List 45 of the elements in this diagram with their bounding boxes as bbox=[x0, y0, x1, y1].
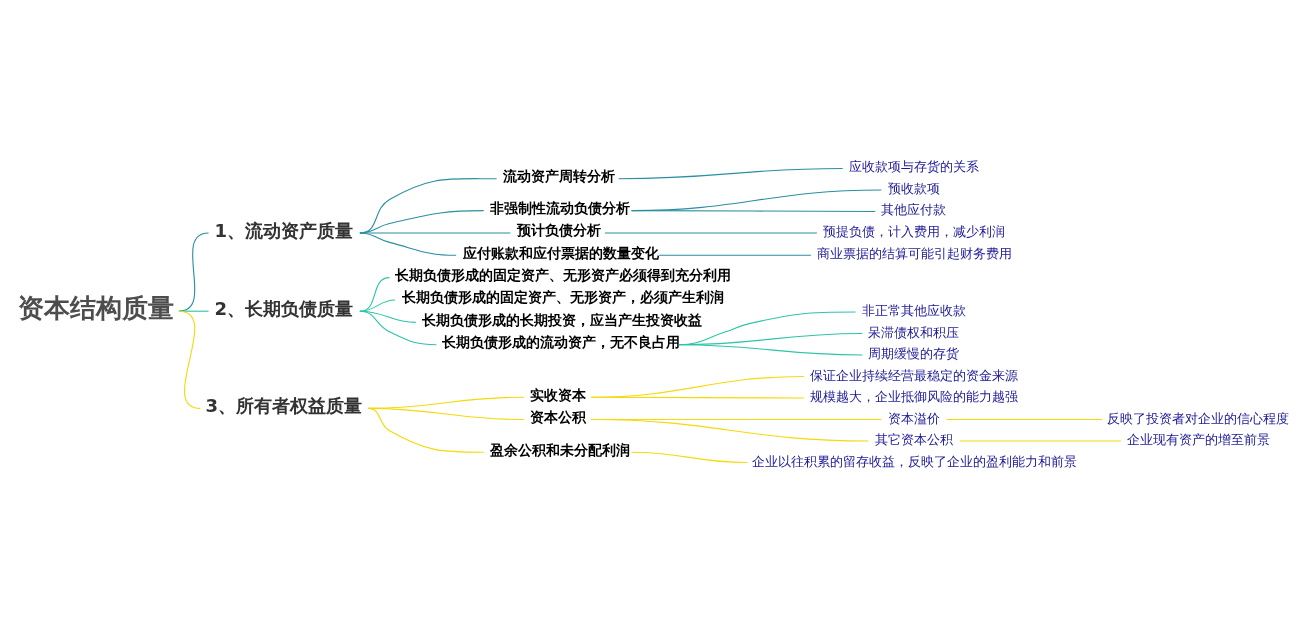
node-text: 呆滞债权和积压 bbox=[868, 324, 960, 340]
node-text: 1、流动资产质量 bbox=[214, 219, 354, 241]
connector bbox=[618, 167, 844, 179]
node-text: 流动资产周转分析 bbox=[503, 167, 616, 184]
node-text: 3、所有者权益质量 bbox=[205, 394, 363, 416]
node-text: 资本公积 bbox=[530, 408, 587, 425]
connector bbox=[590, 418, 869, 442]
node-text: 商业票据的结算可能引起财务费用 bbox=[816, 245, 1012, 261]
connector bbox=[631, 451, 748, 463]
node-text: 资本溢价 bbox=[887, 410, 940, 426]
node-text: 长期负债形成的固定资产、无形资产，必须产生利润 bbox=[401, 288, 724, 305]
node-text: 周期缓慢的存货 bbox=[868, 345, 960, 361]
connector bbox=[367, 407, 485, 453]
node-text: 长期负债形成的长期投资，应当产生投资收益 bbox=[421, 311, 702, 328]
node-text: 盈余公积和未分配利润 bbox=[489, 441, 630, 458]
node-text: 预计负债分析 bbox=[516, 221, 601, 238]
node-text: 预提负债，计入费用，减少利润 bbox=[823, 223, 1006, 239]
node-text: 资本结构质量 bbox=[18, 292, 175, 323]
node-text: 规模越大，企业抵御风险的能力越强 bbox=[810, 388, 1019, 404]
connector bbox=[631, 188, 882, 211]
node-text: 企业以往积累的留存收益，反映了企业的盈利能力和前景 bbox=[752, 453, 1078, 469]
node-text: 长期负债形成的流动资产，无不良占用 bbox=[442, 333, 681, 350]
connector bbox=[359, 310, 437, 345]
connector bbox=[631, 209, 876, 212]
connector bbox=[359, 231, 457, 256]
node-text: 非强制性流动负债分析 bbox=[489, 199, 630, 216]
node-text: 反映了投资者对企业的信心程度 bbox=[1107, 410, 1290, 426]
node-text: 其它资本公积 bbox=[874, 431, 953, 447]
connector bbox=[678, 343, 863, 356]
node-text: 非正常其他应收款 bbox=[862, 302, 967, 318]
connector bbox=[178, 310, 201, 409]
node-text: 应付账款和应付票据的数量变化 bbox=[462, 244, 659, 261]
node-text: 应收款项与存货的关系 bbox=[849, 158, 980, 174]
connector bbox=[946, 418, 1103, 420]
node-text: 保证企业持续经营最稳定的资金来源 bbox=[810, 367, 1019, 383]
node-text: 企业现有资产的增至前景 bbox=[1126, 431, 1270, 447]
node-text: 2、长期负债质量 bbox=[214, 297, 354, 319]
node-text: 实收资本 bbox=[530, 386, 587, 403]
node-text: 长期负债形成的固定资产、无形资产必须得到充分利用 bbox=[394, 266, 731, 283]
connector bbox=[590, 375, 805, 398]
connector bbox=[658, 254, 812, 256]
connector bbox=[359, 298, 396, 312]
connector bbox=[590, 396, 805, 399]
node-text: 其他应付款 bbox=[881, 201, 947, 217]
node-text: 预收款项 bbox=[887, 180, 940, 196]
